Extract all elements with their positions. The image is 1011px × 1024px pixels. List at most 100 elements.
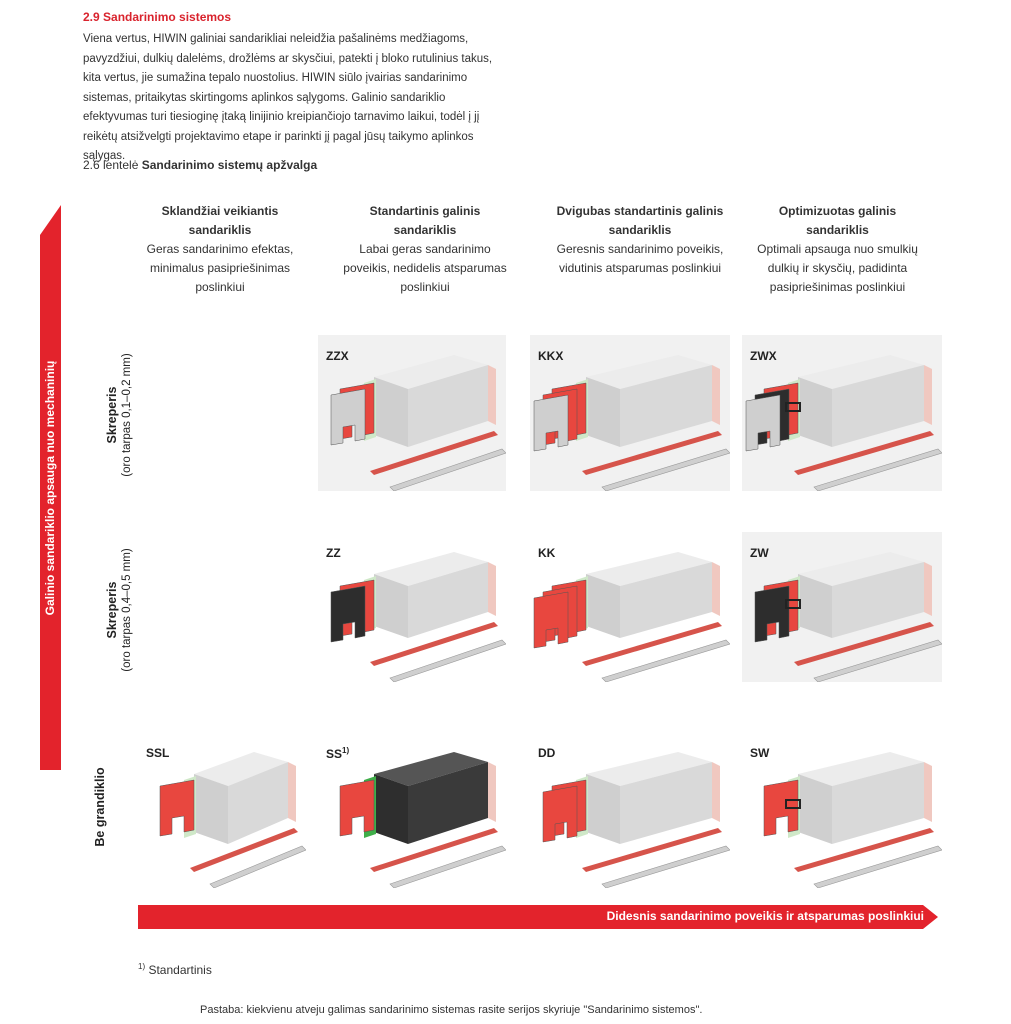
seal-cell-zwx: ZWX	[742, 335, 942, 491]
column-title: Sklandžiai veikiantis sandariklis	[161, 204, 279, 237]
rail	[582, 828, 722, 872]
rail	[582, 622, 722, 666]
block-top	[798, 752, 924, 786]
block-front	[586, 574, 620, 638]
row-title: Skreperis	[105, 386, 119, 444]
linear-guide-illustration	[533, 552, 730, 682]
seal-cell-sw: SW	[742, 732, 942, 888]
seal-code-footnote: 1)	[342, 746, 350, 755]
linear-guide-illustration	[533, 355, 730, 491]
seal-code-text: ZW	[750, 546, 769, 560]
end-cap	[924, 762, 932, 822]
rail	[370, 828, 498, 872]
rail	[389, 845, 506, 888]
table-title-bold: Sandarinimo sistemų apžvalga	[141, 158, 318, 172]
linear-guide-illustration	[745, 355, 942, 491]
seal-cell-zz: ZZ	[318, 532, 506, 682]
seal-link	[785, 799, 801, 809]
seal-code: SS1)	[326, 746, 349, 761]
horizontal-arrow: Didesnis sandarinimo poveikis ir atsparu…	[138, 903, 938, 931]
column-header-3: Dvigubas standartinis galinis sandarikli…	[550, 202, 730, 278]
rail	[813, 448, 942, 491]
seal-code: ZWX	[750, 349, 777, 363]
linear-guide-illustration	[330, 355, 506, 491]
seal-plate	[159, 779, 195, 837]
rail	[794, 828, 934, 872]
block-side	[620, 562, 712, 638]
block-side	[228, 762, 288, 844]
section-intro: Viena vertus, HIWIN galiniai sandariklia…	[83, 33, 493, 162]
end-cap	[712, 762, 720, 822]
end-cap	[712, 562, 720, 616]
block-side	[408, 762, 488, 844]
seal-cell-zw: ZW	[742, 532, 942, 682]
seal-cell-zzx: ZZX	[318, 335, 506, 491]
block-front	[374, 377, 408, 447]
block-front	[374, 574, 408, 638]
footnote-mark: 1)	[138, 962, 146, 971]
seal-plate	[745, 394, 781, 452]
seal-code-text: KK	[538, 546, 556, 560]
rail	[209, 845, 306, 888]
seal-code-text: KKX	[538, 349, 564, 363]
block-side	[832, 365, 924, 447]
rail	[794, 622, 934, 666]
seal-code-text: ZWX	[750, 349, 777, 363]
seal-plate	[533, 394, 569, 452]
linear-guide-illustration	[542, 752, 730, 888]
block-side	[620, 365, 712, 447]
rail	[370, 622, 498, 666]
seal-code: KK	[538, 546, 555, 560]
block-top	[374, 355, 488, 389]
seal-code: ZZX	[326, 349, 349, 363]
block-front	[194, 774, 228, 844]
rail	[813, 845, 942, 888]
row-header-2: Skreperis (oro tarpas 0,4–0,5 mm)	[105, 525, 145, 695]
rail	[601, 639, 730, 682]
bottom-note: Pastaba: kiekvienu atveju galimas sandar…	[200, 1004, 703, 1016]
footnote-text: Standartinis	[148, 963, 212, 977]
seal-plate	[330, 388, 366, 446]
seal-cell-ssl: SSL	[138, 732, 306, 888]
footnote: 1) Standartinis	[138, 962, 212, 977]
block-side	[620, 762, 712, 844]
linear-guide-illustration	[339, 752, 506, 888]
column-title: Optimizuotas galinis sandariklis	[778, 204, 897, 237]
rail	[601, 845, 730, 888]
column-header-1: Sklandžiai veikiantis sandariklis Geras …	[140, 202, 300, 297]
seal-plate	[533, 591, 569, 649]
linear-guide-illustration	[159, 752, 306, 888]
seal-code-text: SS	[326, 747, 343, 761]
end-cap	[488, 762, 496, 822]
block-top	[374, 752, 488, 786]
row-title: Be grandiklio	[93, 767, 107, 847]
seal-cell-kk: KK	[530, 532, 730, 682]
section-title: 2.9 Sandarinimo sistemos	[83, 10, 232, 24]
vertical-arrow-label: Galinio sandariklio apsauga nuo mechanin…	[43, 360, 57, 615]
column-title: Standartinis galinis sandariklis	[369, 204, 481, 237]
seal-code: DD	[538, 746, 555, 760]
block-top	[798, 552, 924, 586]
seal-code: KKX	[538, 349, 563, 363]
seal-code: ZZ	[326, 546, 341, 560]
end-cap	[288, 762, 296, 822]
column-header-4: Optimizuotas galinis sandariklis Optimal…	[755, 202, 920, 297]
block-front	[798, 574, 832, 638]
end-cap	[712, 365, 720, 425]
end-cap	[924, 365, 932, 425]
row-header-3: Be grandiklio	[93, 742, 117, 872]
column-desc: Geresnis sandarinimo poveikis, vidutinis…	[556, 242, 724, 275]
column-title: Dvigubas standartinis galinis sandarikli…	[556, 204, 724, 237]
seal-cell-ss: SS1)	[318, 732, 506, 888]
seal-plate	[339, 779, 375, 837]
block-front	[586, 377, 620, 447]
rail	[389, 448, 506, 491]
seal-code-text: SSL	[146, 746, 170, 760]
table-title: 2.6 lentelė Sandarinimo sistemų apžvalga	[83, 158, 317, 172]
block-front	[798, 774, 832, 844]
linear-guide-illustration	[763, 752, 942, 888]
seal-code-text: ZZ	[326, 546, 341, 560]
block-side	[408, 562, 488, 638]
seal-code-text: SW	[750, 746, 770, 760]
seal-plate	[754, 585, 790, 643]
